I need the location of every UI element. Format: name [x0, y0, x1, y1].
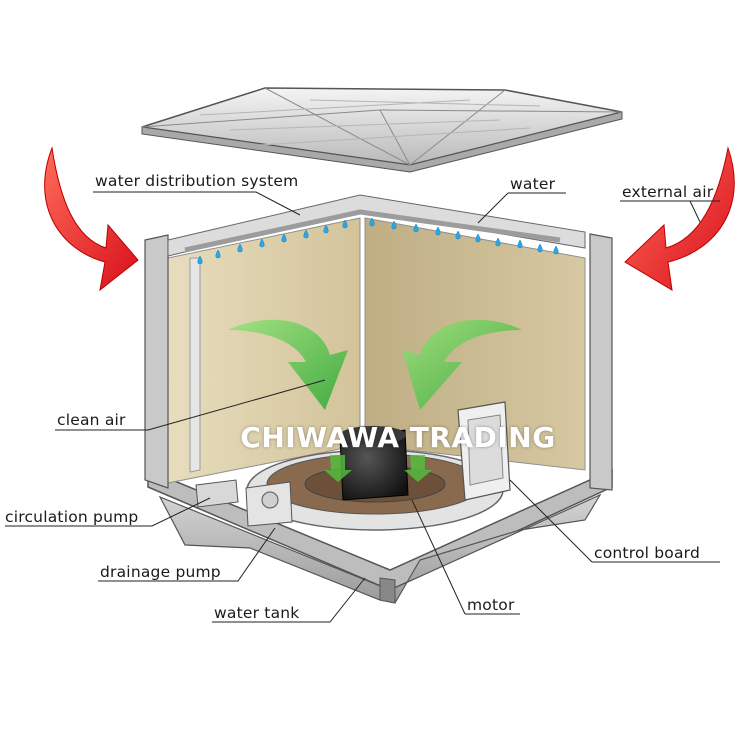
water-distribution-pipe [184, 209, 561, 253]
external-air-arrow-right [624, 146, 735, 291]
leader-water-tank [212, 577, 366, 623]
motor [339, 426, 409, 501]
water-drop [303, 229, 309, 239]
watermark-text: CHIWAWA TRADING [240, 421, 556, 454]
water-drops [197, 217, 559, 265]
water-drop [259, 238, 265, 248]
external-air-arrow-left [44, 146, 139, 292]
leader-external-air [689, 200, 701, 223]
label-circulation-pump: circulation pump [5, 508, 139, 526]
leader-lines [5, 191, 720, 623]
label-motor: motor [467, 596, 515, 614]
water-drop [237, 243, 243, 253]
water-drop [391, 220, 397, 230]
drainage-pump [245, 481, 293, 527]
clean-air-arrow-right [402, 319, 522, 410]
lid [141, 87, 623, 173]
leader-clean-air [55, 379, 326, 431]
leader-drainage-pump [98, 527, 276, 582]
clean-air-arrow-left [228, 319, 348, 410]
label-water-distribution-system: water distribution system [95, 172, 299, 190]
water-drop [517, 239, 523, 249]
label-drainage-pump: drainage pump [100, 563, 221, 581]
leader-water-distribution-system [93, 191, 301, 216]
control-board [457, 401, 511, 501]
water-drop [413, 223, 419, 233]
water-drop [537, 243, 543, 253]
clean-air-arrow-down [324, 455, 432, 482]
label-external-air: external air [622, 183, 714, 201]
water-drop [475, 233, 481, 243]
water-drop [281, 233, 287, 243]
leader-water [477, 192, 509, 224]
frame [144, 194, 613, 491]
water-drop [215, 249, 221, 259]
circulation-pump [195, 479, 239, 508]
water-drop [553, 245, 559, 255]
water-drop [435, 226, 441, 236]
label-control-board: control board [594, 544, 701, 562]
leader-motor [411, 499, 466, 615]
leader-control-board [509, 479, 593, 563]
water-drop [455, 230, 461, 240]
leader-circulation-pump [5, 497, 211, 527]
water-drop [197, 255, 203, 265]
water-drop [342, 219, 348, 229]
water-drop [323, 224, 329, 234]
water-drop [495, 237, 501, 247]
label-water: water [510, 175, 556, 193]
water-drop [369, 217, 375, 227]
label-water-tank: water tank [214, 604, 300, 622]
label-clean-air: clean air [57, 411, 126, 429]
